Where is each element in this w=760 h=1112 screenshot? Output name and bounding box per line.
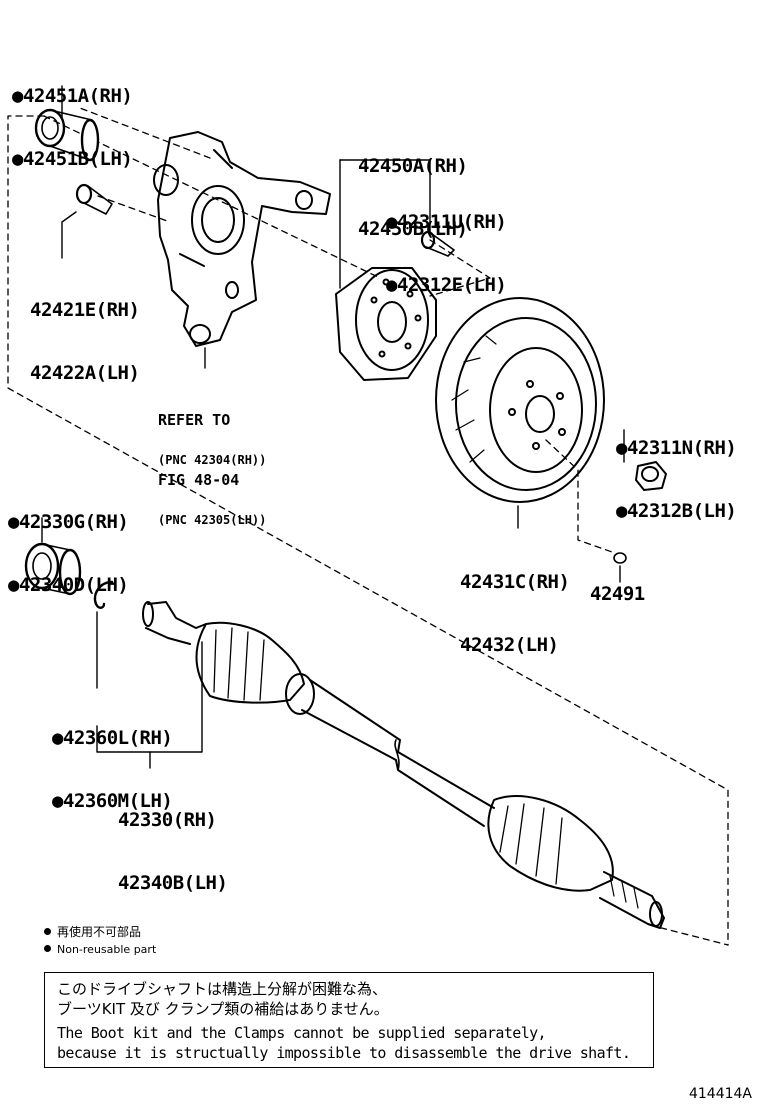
- bearing-lower: [24, 542, 82, 596]
- label-line: 42431C(RH): [460, 571, 570, 593]
- label-line: (PNC 42304(RH)): [158, 453, 267, 467]
- hub-assembly: [335, 267, 437, 381]
- note-jp-line2: ブーツKIT 及び クランプ類の補給はありません。: [57, 1000, 389, 1018]
- label-bearing-lower: ●42330G(RH) ●42340D(LH): [8, 470, 129, 617]
- label-hub-bolt: ●42311U(RH) ●42312E(LH): [386, 170, 507, 317]
- label-line: 42421E(RH): [30, 299, 140, 321]
- bullet-icon: [44, 945, 51, 952]
- label-line: FIG 48-04: [158, 471, 240, 489]
- label-line: ●42312B(LH): [616, 500, 737, 522]
- label-line: ●42311U(RH): [386, 211, 507, 233]
- bullet-icon: [44, 928, 51, 935]
- label-line: ●42330G(RH): [8, 511, 129, 533]
- label-disc: 42431C(RH) 42432(LH): [460, 530, 570, 677]
- snap-ring: [93, 580, 114, 609]
- label-line: ●42312E(LH): [386, 274, 507, 296]
- label-line: ●42360M(LH): [52, 790, 173, 812]
- label-line: ●42451A(RH): [12, 85, 133, 107]
- note-jp-line1: このドライブシャフトは構造上分解が困難な為、: [57, 980, 388, 998]
- label-line: 42450A(RH): [358, 155, 468, 177]
- label-line: 42450B(LH): [358, 218, 468, 240]
- legend-jp: 再使用不可部品: [44, 924, 141, 940]
- drive-shaft-assembly: [142, 601, 665, 929]
- label-refer-to: REFER TO FIG 48-04: [158, 370, 239, 510]
- label-line: REFER TO: [158, 411, 231, 429]
- label-lock-nut: ●42311N(RH) ●42312B(LH): [616, 396, 737, 543]
- legend-en-text: Non-reusable part: [57, 943, 157, 956]
- steering-knuckle: [153, 131, 331, 347]
- label-drive-shaft: 42330(RH) 42340B(LH): [118, 768, 228, 915]
- legend-jp-text: 再使用不可部品: [57, 925, 142, 939]
- label-line: ●42451B(LH): [12, 148, 133, 170]
- bearing-upper: [34, 108, 100, 162]
- figure-code: 414414A: [688, 1086, 752, 1102]
- leader-lines: [41, 85, 625, 769]
- label-hub-assembly: 42450A(RH) 42450B(LH): [358, 114, 468, 261]
- label-line: 42422A(LH): [30, 362, 140, 384]
- knuckle-bolt: [75, 183, 113, 215]
- note-box: このドライブシャフトは構造上分解が困難な為、 ブーツKIT 及び クランプ類の補…: [44, 972, 654, 1068]
- label-knuckle-bolt: 42421E(RH) 42422A(LH): [30, 258, 140, 405]
- legend-en: Non-reusable part: [44, 942, 156, 958]
- label-bearing-upper: ●42451A(RH) ●42451B(LH): [12, 44, 133, 191]
- label-line: 42340B(LH): [118, 872, 228, 894]
- note-en-line2: because it is structually impossible to …: [57, 1044, 631, 1062]
- label-line: ●42340D(LH): [8, 574, 129, 596]
- hub-bolt: [420, 230, 455, 257]
- brake-disc: [435, 297, 605, 503]
- label-line: 42330(RH): [118, 809, 217, 831]
- lock-nut: [635, 461, 667, 491]
- label-pnc-refs: (PNC 42304(RH)) (PNC 42305(LH)): [158, 410, 266, 550]
- label-line: 42432(LH): [460, 634, 559, 656]
- label-snap-ring: ●42360L(RH) ●42360M(LH): [52, 686, 173, 833]
- label-line: ●42311N(RH): [616, 437, 737, 459]
- label-line: (PNC 42305(LH)): [158, 513, 267, 527]
- assembly-dashed-boundary: [7, 107, 729, 946]
- label-plug: 42491: [590, 583, 645, 605]
- plug: [613, 552, 627, 564]
- note-en-line1: The Boot kit and the Clamps cannot be su…: [57, 1024, 547, 1042]
- label-line: ●42360L(RH): [52, 727, 173, 749]
